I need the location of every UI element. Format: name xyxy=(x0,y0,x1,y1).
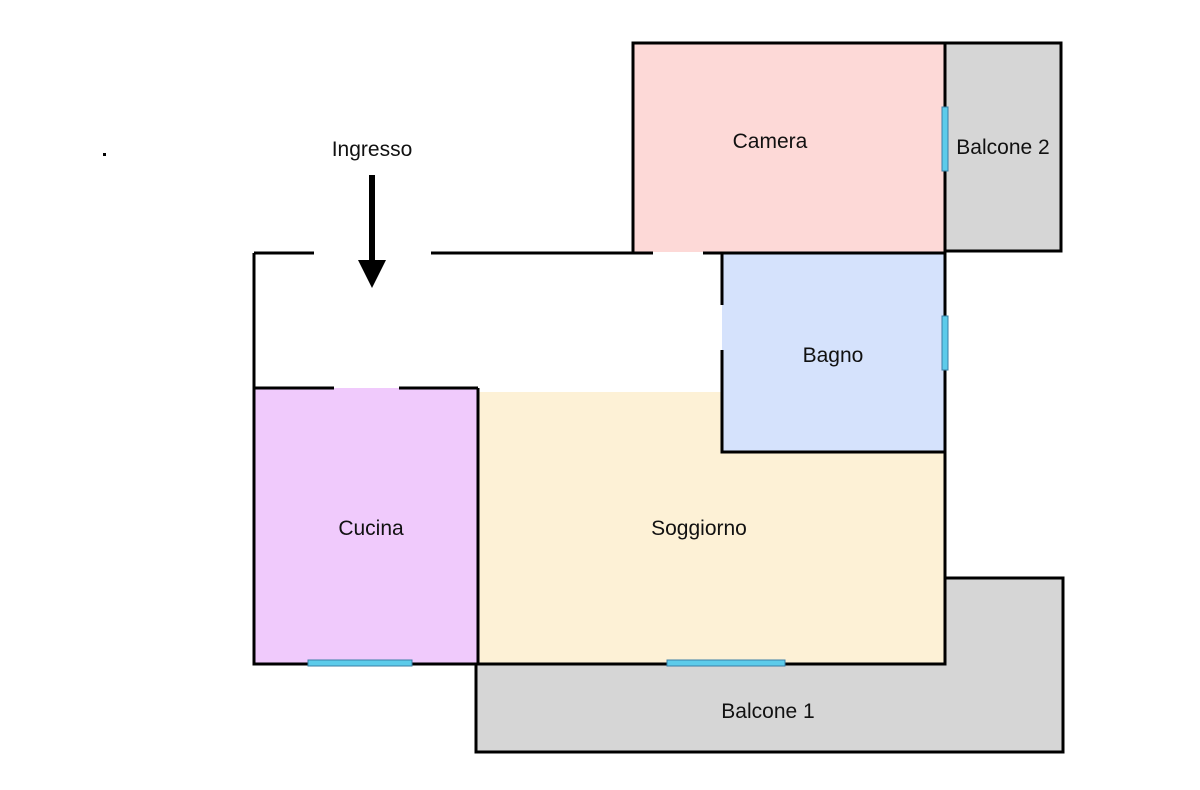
window-cucina xyxy=(307,659,413,667)
balcone-2-outline xyxy=(945,41,1063,253)
bagno-area xyxy=(722,253,945,452)
balcone-1-label: Balcone 1 xyxy=(721,700,814,723)
bagno-label: Bagno xyxy=(803,344,864,367)
room-soggiorno xyxy=(478,392,945,664)
camera-label: Camera xyxy=(733,130,808,153)
room-cucina xyxy=(254,388,478,664)
balcone-2-area xyxy=(945,43,1061,251)
walls xyxy=(252,251,947,666)
soggiorno-label: Soggiorno xyxy=(651,517,747,540)
room-camera xyxy=(631,41,947,252)
entrance-arrow-icon xyxy=(358,175,386,288)
stray-dot xyxy=(103,153,106,156)
window-bagno xyxy=(941,315,949,371)
wall-bathroom-lower xyxy=(720,350,945,454)
wall-outer xyxy=(252,252,947,666)
cucina-label: Cucina xyxy=(338,517,404,540)
windows xyxy=(307,106,949,667)
balcone-1-outline xyxy=(474,576,1065,754)
window-soggiorno xyxy=(666,659,786,667)
entrance-label: Ingresso xyxy=(332,138,413,161)
cucina-area xyxy=(254,388,478,664)
room-balcone-2 xyxy=(945,41,1063,253)
soggiorno-area xyxy=(478,392,945,664)
balcone-2-label: Balcone 2 xyxy=(956,136,1049,159)
camera-area xyxy=(633,43,945,252)
window-camera xyxy=(941,106,949,172)
room-bagno xyxy=(722,253,945,452)
